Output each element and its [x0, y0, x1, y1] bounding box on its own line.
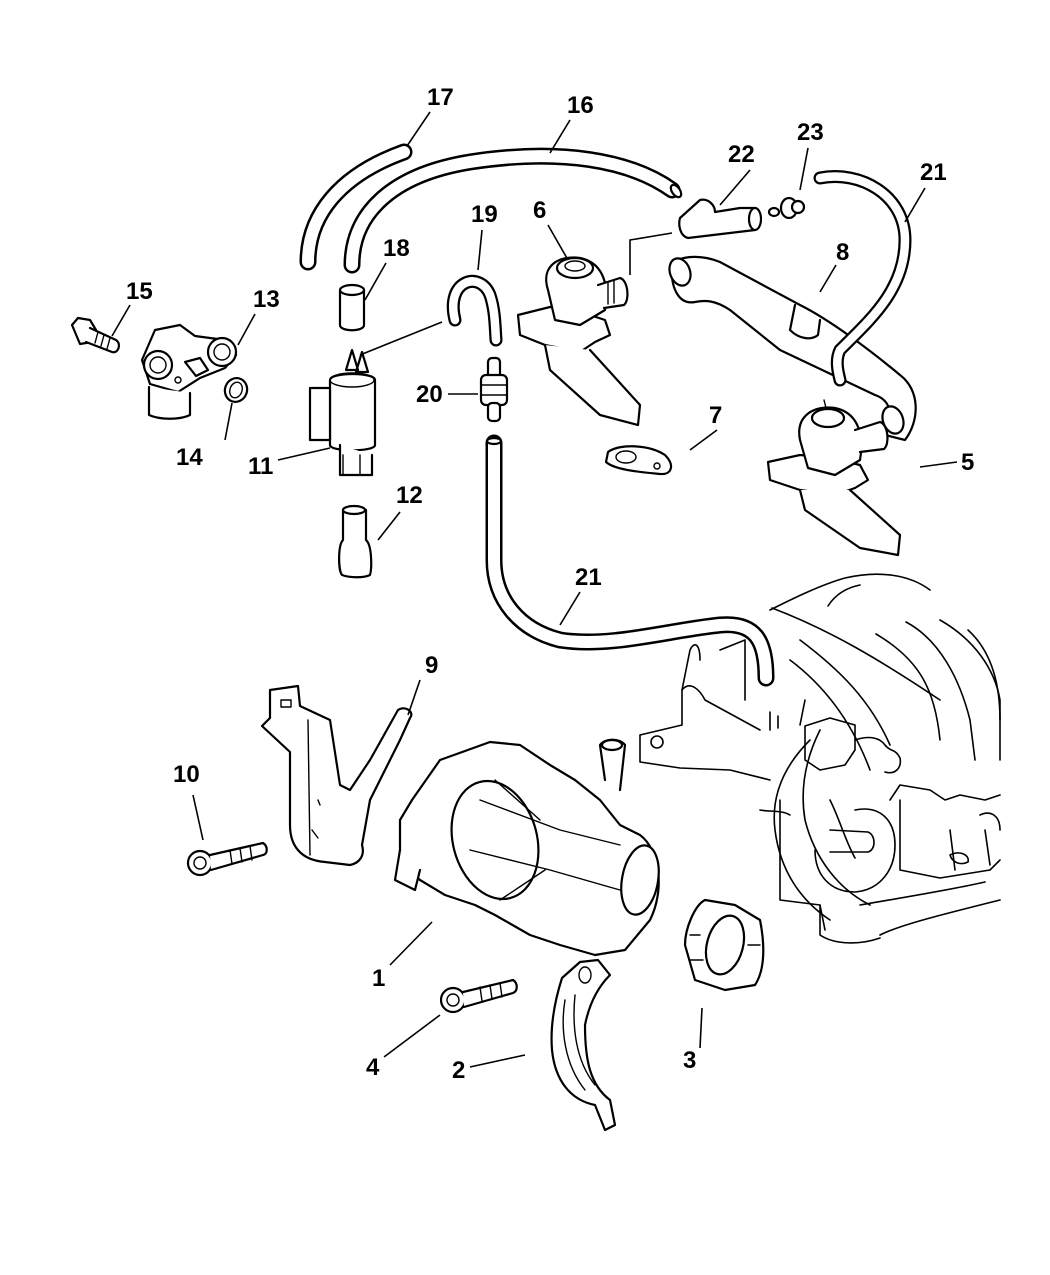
callout-7: 7 [709, 402, 722, 429]
inline-check-valve [479, 356, 509, 423]
pump-bolt [439, 978, 518, 1014]
callout-17: 17 [427, 84, 454, 111]
leader-19 [477, 229, 483, 271]
hose-connector [338, 283, 366, 332]
sensor-bolt [70, 316, 121, 354]
leader-16 [549, 119, 571, 154]
sensor-body [140, 323, 238, 420]
leader-19b [359, 321, 443, 356]
callout-8: 8 [836, 239, 849, 266]
vacuum-hose-upper [813, 170, 912, 387]
callout-15: 15 [126, 278, 153, 305]
solenoid-connector [338, 504, 373, 579]
callout-6: 6 [533, 197, 546, 224]
leader-7 [689, 429, 718, 451]
leader-1 [389, 921, 433, 966]
o-ring [223, 377, 249, 403]
callout-23: 23 [797, 119, 824, 146]
intake-manifold [639, 573, 1001, 944]
pump-mounting-bracket-upper [260, 684, 413, 867]
leader-18 [364, 262, 387, 301]
hose-short [299, 143, 413, 271]
callout-11: 11 [248, 453, 273, 480]
leader-21a [904, 187, 926, 223]
leader-13 [237, 313, 256, 346]
leader-14 [224, 402, 233, 441]
leader-3 [699, 1007, 703, 1049]
hose-long [343, 147, 683, 274]
leader-15 [111, 304, 131, 337]
check-valve-left [516, 256, 642, 427]
callout-3: 3 [683, 1047, 696, 1074]
callout-4: 4 [366, 1054, 380, 1081]
leader-8 [819, 264, 837, 293]
callout-9: 9 [425, 652, 438, 679]
callout-20: 20 [416, 381, 443, 408]
vacuum-hose-lower [485, 434, 775, 687]
pump-mounting-bracket-lower [550, 958, 617, 1132]
vacuum-fitting [767, 196, 806, 220]
leader-22b [629, 232, 673, 275]
callout-12: 12 [396, 482, 423, 509]
callout-14: 14 [176, 444, 203, 471]
leader-23 [799, 147, 809, 191]
leader-2 [469, 1054, 526, 1068]
leader-4 [383, 1014, 441, 1058]
callout-21-upper: 21 [920, 159, 947, 186]
callout-18: 18 [383, 235, 410, 262]
callout-13: 13 [253, 286, 280, 313]
callout-5: 5 [961, 449, 974, 476]
leader-9 [407, 679, 421, 716]
callout-1: 1 [372, 965, 385, 992]
vacuum-hose-bent [446, 274, 503, 347]
check-valve-right [766, 399, 902, 557]
callout-19: 19 [471, 201, 498, 228]
leader-22 [719, 169, 751, 206]
pump-isolator [683, 898, 765, 992]
callout-21-lower: 21 [575, 564, 602, 591]
leader-10 [192, 794, 204, 841]
leader-17 [406, 111, 431, 147]
leader-21b [559, 591, 581, 626]
tee-connector [678, 198, 763, 240]
leader-12 [377, 511, 401, 541]
solenoid-valve [308, 348, 377, 477]
callout-2: 2 [452, 1057, 465, 1084]
air-pump [393, 738, 660, 957]
leader-11 [277, 447, 331, 461]
callout-10: 10 [173, 761, 200, 788]
leader-5 [919, 461, 958, 468]
valve-gasket [604, 445, 673, 476]
callout-16: 16 [567, 92, 594, 119]
callout-22: 22 [728, 141, 755, 168]
bracket-bolt [186, 841, 268, 877]
leader-6 [547, 224, 569, 261]
air-tube [668, 255, 917, 442]
callout-labels: 17 16 18 19 6 22 23 21 8 15 13 14 11 12 … [126, 84, 974, 1084]
leader-lines [111, 111, 958, 1068]
